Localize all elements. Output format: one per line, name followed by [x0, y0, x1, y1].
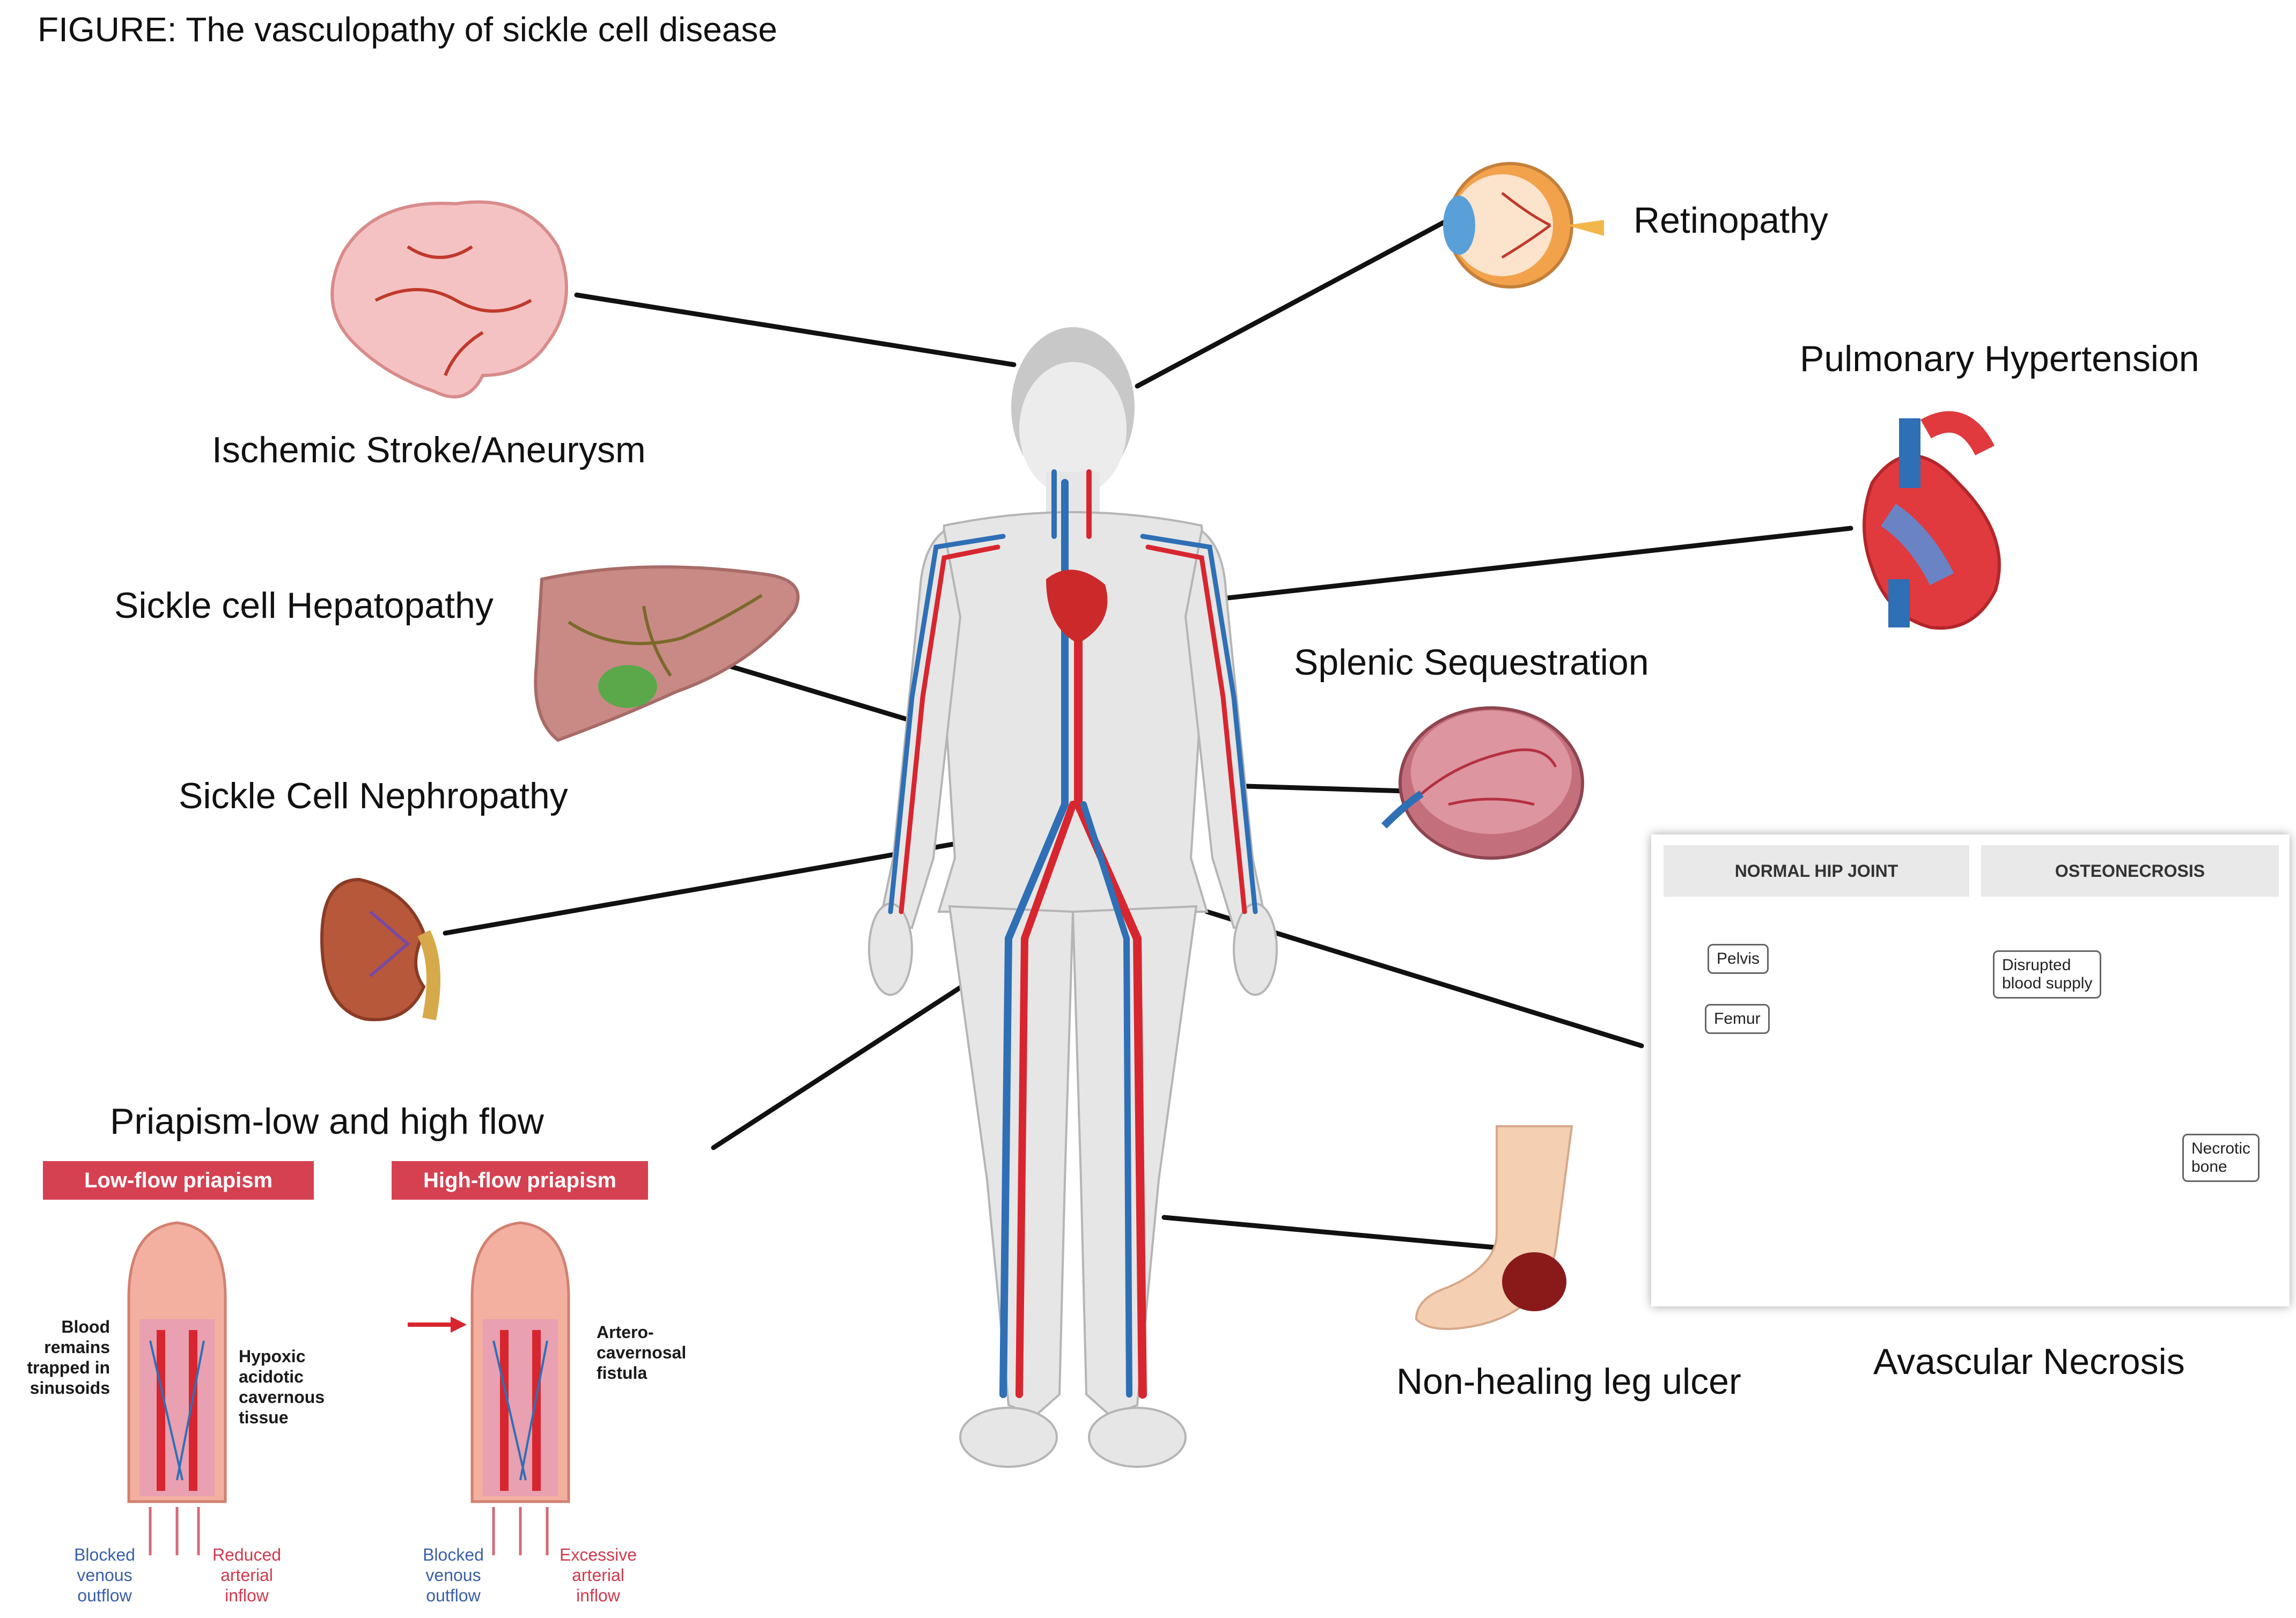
figure-title: FIGURE: The vasculopathy of sickle cell …	[38, 10, 777, 49]
leg-ulcer-illustration	[1415, 1125, 1573, 1330]
femur-callout: Femur	[1705, 1004, 1770, 1034]
high-flow-blocked-note: Blocked venous outflow	[423, 1545, 484, 1605]
kidney-illustration	[320, 877, 440, 1022]
high-flow-priapism-bar: High-flow priapism	[392, 1161, 648, 1200]
pelvis-callout: Pelvis	[1708, 944, 1769, 974]
label-priapism: Priapism-low and high flow	[110, 1101, 544, 1142]
heart-illustration	[1863, 411, 2001, 630]
label-pulmonary-hypertension: Pulmonary Hypertension	[1800, 338, 2199, 379]
label-ischemic-stroke: Ischemic Stroke/Aneurysm	[212, 430, 646, 470]
necrotic-bone-callout: Necrotic bone	[2182, 1134, 2260, 1182]
label-retinopathy: Retinopathy	[1633, 200, 1828, 241]
brain-illustration	[330, 200, 568, 398]
normal-hip-header: NORMAL HIP JOINT	[1664, 845, 1969, 897]
low-flow-trapped-note: Blood remains trapped in sinusoids	[27, 1317, 110, 1398]
label-leg-ulcer: Non-healing leg ulcer	[1396, 1361, 1741, 1402]
high-flow-fistula-note: Artero- cavernosal fistula	[597, 1323, 687, 1383]
low-flow-reduced-note: Reduced arterial inflow	[212, 1545, 282, 1605]
hip-panel-frame: NORMAL HIP JOINT OSTEONECROSIS	[1651, 834, 2290, 1306]
eye-illustration	[1443, 162, 1604, 289]
spleen-illustration	[1381, 706, 1584, 860]
low-flow-priapism-bar: Low-flow priapism	[43, 1161, 314, 1200]
low-flow-hypoxic-note: Hypoxic acidotic cavernous tissue	[239, 1347, 325, 1427]
label-avascular-necrosis: Avascular Necrosis	[1873, 1341, 2185, 1382]
leader-lines	[443, 217, 1853, 1252]
low-flow-blocked-note: Blocked venous outflow	[74, 1545, 135, 1605]
liver-illustration	[534, 565, 800, 742]
label-splenic-sequestration: Splenic Sequestration	[1294, 642, 1649, 683]
osteonecrosis-header: OSTEONECROSIS	[1981, 845, 2279, 897]
disrupted-supply-callout: Disrupted blood supply	[1993, 950, 2102, 999]
human-body-figure	[868, 327, 1278, 1468]
label-hepatopathy: Sickle cell Hepatopathy	[114, 585, 494, 626]
high-flow-excessive-note: Excessive arterial inflow	[559, 1545, 637, 1605]
priapism-illustrations	[127, 1221, 570, 1555]
label-nephropathy: Sickle Cell Nephropathy	[179, 775, 568, 816]
